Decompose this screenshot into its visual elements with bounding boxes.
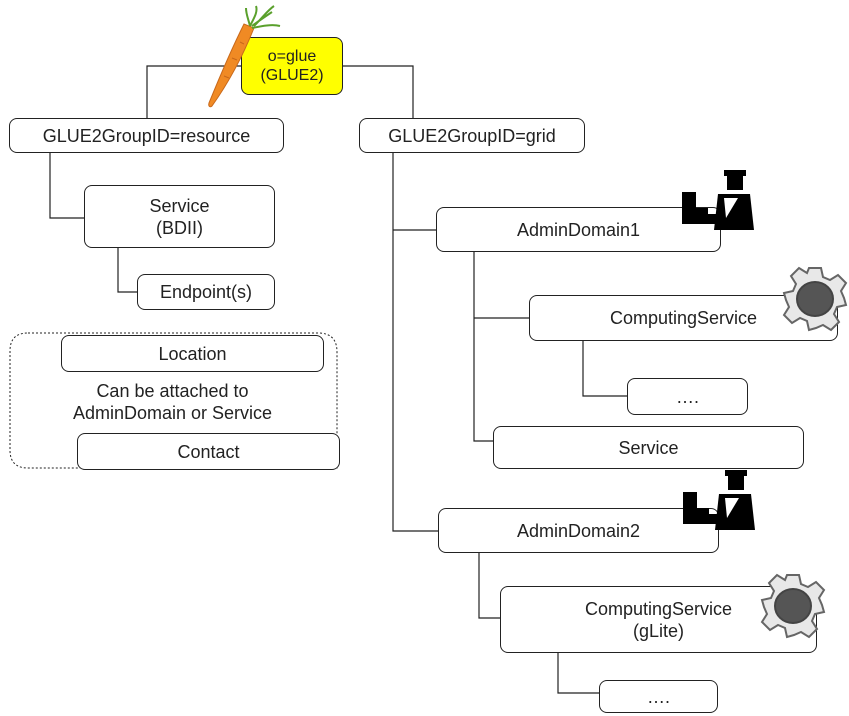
connector — [582, 341, 628, 397]
contact-label: Contact — [177, 441, 240, 462]
root-node: o=glue (GLUE2) — [241, 37, 343, 95]
ellipsis-1-label: …. — [675, 386, 699, 407]
service-bdii-line1: Service — [149, 195, 210, 216]
admin-domain-1-label: AdminDomain1 — [516, 219, 641, 240]
admin-domain-1-node: AdminDomain1 — [436, 207, 721, 252]
root-line1: o=glue — [267, 48, 317, 65]
endpoint-node: Endpoint(s) — [137, 274, 275, 310]
connector — [557, 653, 600, 694]
attach-group-border — [9, 332, 338, 469]
admin-officer-icon — [682, 170, 754, 230]
contact-node: Contact — [77, 433, 340, 470]
attach-note: Can be attached to AdminDomain or Servic… — [30, 380, 315, 424]
service-grid-node: Service — [493, 426, 804, 469]
gear-icon — [760, 573, 826, 639]
group-grid-label: GLUE2GroupID=grid — [388, 125, 556, 146]
connector — [473, 250, 494, 442]
service-bdii-node: Service (BDII) — [84, 185, 275, 248]
group-grid: GLUE2GroupID=grid — [359, 118, 585, 153]
admin-domain-2-label: AdminDomain2 — [516, 520, 641, 541]
attach-note-line2: AdminDomain or Service — [72, 403, 273, 423]
connector — [342, 65, 414, 118]
ellipsis-2-node: …. — [599, 680, 718, 713]
ellipsis-2-label: …. — [646, 686, 670, 707]
connector — [49, 153, 85, 219]
computing-service-1-label: ComputingService — [609, 308, 758, 328]
computing-service-2-line2: (gLite) — [632, 620, 685, 641]
ellipsis-1-node: …. — [627, 378, 748, 415]
connector — [146, 65, 243, 118]
connector — [117, 247, 138, 293]
endpoint-label: Endpoint(s) — [159, 282, 253, 302]
attach-note-line1: Can be attached to — [96, 381, 249, 401]
carrot-icon — [208, 5, 281, 108]
admin-domain-2-node: AdminDomain2 — [438, 508, 719, 553]
computing-service-2-node: ComputingService (gLite) — [500, 586, 817, 653]
root-line2: (GLUE2) — [260, 67, 324, 84]
computing-service-2-line1: ComputingService — [584, 598, 733, 619]
location-label: Location — [158, 343, 227, 364]
admin-officer-icon — [683, 470, 755, 530]
group-resource: GLUE2GroupID=resource — [9, 118, 284, 153]
gear-icon — [782, 266, 848, 332]
service-grid-label: Service — [618, 437, 679, 458]
connector — [478, 551, 501, 619]
connector — [392, 153, 439, 532]
service-bdii-line2: (BDII) — [156, 217, 203, 238]
location-node: Location — [61, 335, 324, 372]
group-resource-label: GLUE2GroupID=resource — [42, 125, 251, 146]
